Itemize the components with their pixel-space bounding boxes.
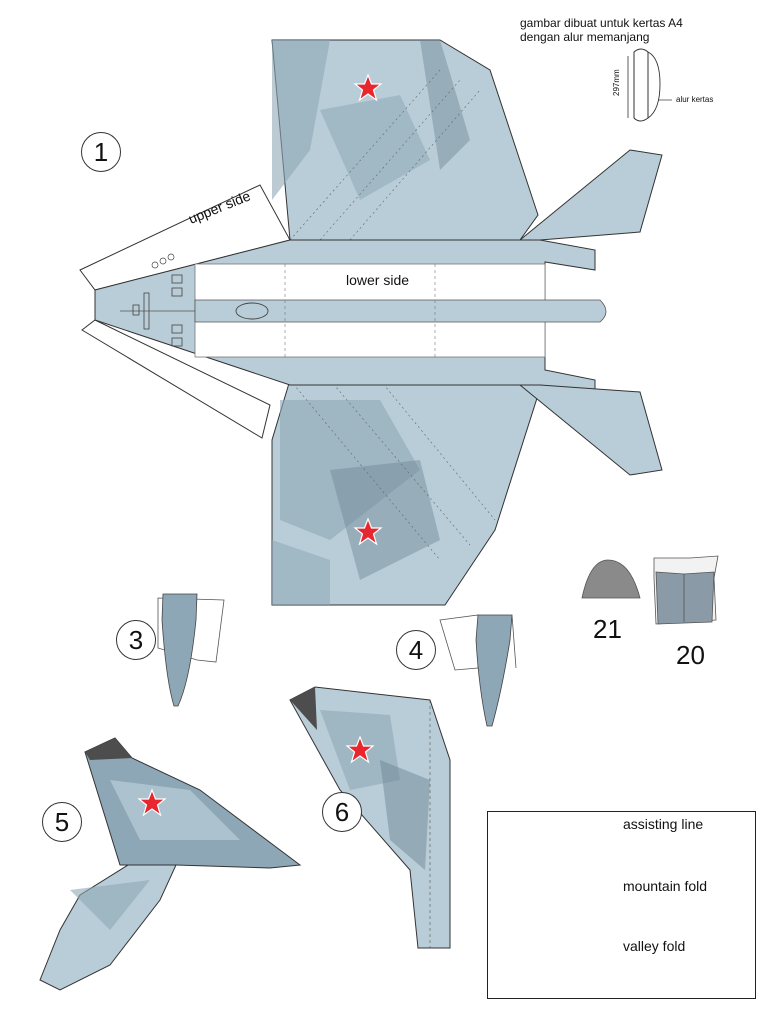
part-3-fin bbox=[157, 593, 225, 707]
part-21-canopy bbox=[581, 559, 641, 599]
part-number-5: 5 bbox=[42, 802, 82, 842]
part-number-4: 4 bbox=[396, 630, 436, 670]
lower-side-label: lower side bbox=[346, 272, 410, 288]
part-4-fin bbox=[439, 614, 517, 727]
part-number-21: 21 bbox=[593, 614, 622, 644]
part-number-6: 6 bbox=[322, 792, 362, 832]
instruction-line-2: dengan alur memanjang bbox=[520, 30, 650, 44]
fold-legend: assisting line mountain fold valley fold bbox=[487, 811, 756, 999]
legend-mountain-fold: mountain fold bbox=[623, 878, 708, 894]
paper-dimension-label: 297mm bbox=[612, 69, 621, 96]
part-20-canopy-base bbox=[653, 555, 719, 625]
part-1-fuselage bbox=[79, 39, 663, 606]
legend-assisting-line: assisting line bbox=[623, 816, 704, 832]
part-number-20: 20 bbox=[676, 640, 705, 670]
legend-valley-fold: valley fold bbox=[623, 938, 686, 954]
instruction-line-1: gambar dibuat untuk kertas A4 bbox=[520, 16, 683, 30]
part-6-wing bbox=[289, 686, 451, 949]
part-5-wing bbox=[39, 737, 302, 991]
paper-grain-label: alur kertas bbox=[676, 95, 714, 104]
upper-tail-fin bbox=[518, 149, 663, 241]
part-number-3: 3 bbox=[116, 620, 156, 660]
part-number-1: 1 bbox=[81, 132, 121, 172]
paper-roll-icon bbox=[627, 48, 672, 122]
